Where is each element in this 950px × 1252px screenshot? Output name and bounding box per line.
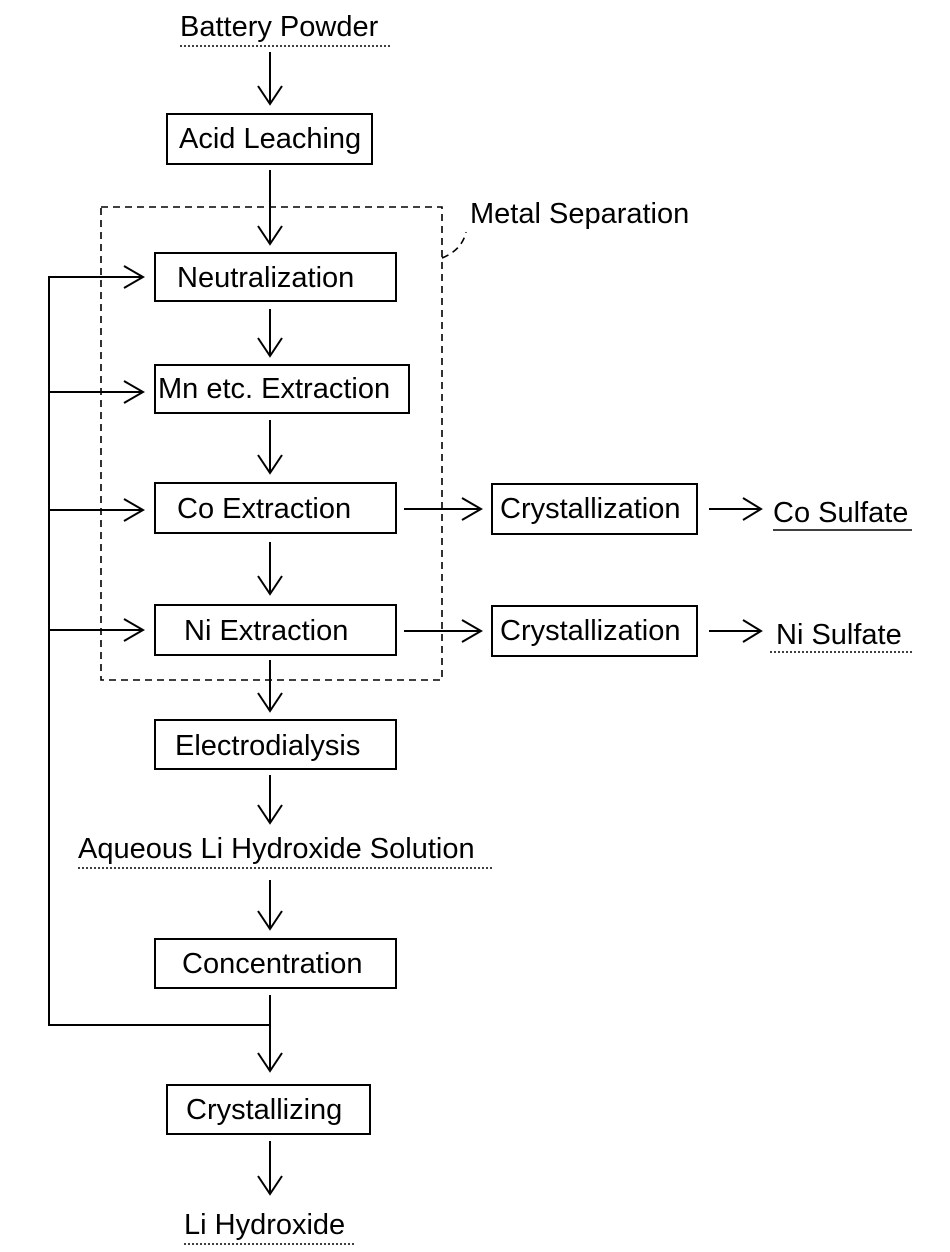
battery-powder-label: Battery Powder	[180, 11, 379, 43]
concentration-label: Concentration	[182, 948, 363, 980]
crystallizing-label: Crystallizing	[186, 1094, 342, 1126]
aqueous-li-hydroxide-label: Aqueous Li Hydroxide Solution	[78, 833, 475, 865]
electrodialysis-label: Electrodialysis	[175, 730, 360, 762]
acid-leaching-label: Acid Leaching	[179, 123, 361, 155]
metal-separation-label: Metal Separation	[470, 198, 689, 230]
crystallization-co-label: Crystallization	[500, 493, 681, 525]
ni-sulfate-label: Ni Sulfate	[776, 619, 902, 651]
li-hydroxide-label: Li Hydroxide	[184, 1209, 345, 1241]
crystallization-ni-label: Crystallization	[500, 615, 681, 647]
mn-extraction-label: Mn etc. Extraction	[158, 373, 390, 405]
metal-separation-leader	[442, 232, 466, 258]
co-sulfate-label: Co Sulfate	[773, 497, 908, 529]
ni-extraction-label: Ni Extraction	[184, 615, 348, 647]
co-extraction-label: Co Extraction	[177, 493, 351, 525]
neutralization-label: Neutralization	[177, 262, 354, 294]
